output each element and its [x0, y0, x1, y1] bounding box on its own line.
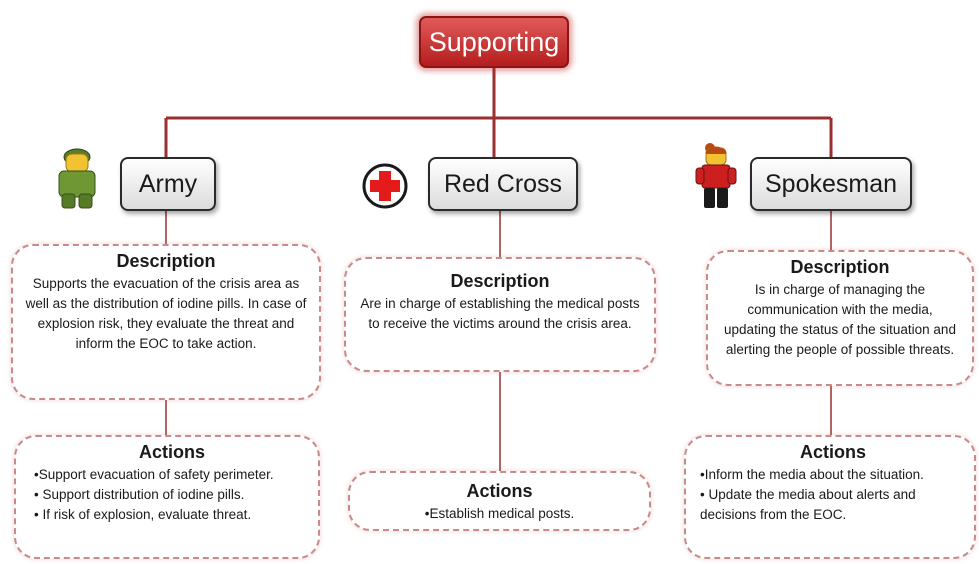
army-label: Army: [138, 169, 198, 198]
army-actions-card: Actions •Support evacuation of safety pe…: [14, 435, 320, 559]
root-node-supporting: Supporting: [419, 16, 569, 68]
spokesman-action-item: • Update the media about alerts and deci…: [700, 487, 916, 522]
spokesman-actions-card: Actions •Inform the media about the situ…: [684, 435, 976, 559]
army-action-item: •Support evacuation of safety perimeter.: [34, 467, 274, 482]
spokesman-actions-title: Actions: [799, 442, 866, 462]
army-node: Army: [120, 157, 216, 211]
army-actions-title: Actions: [138, 442, 205, 462]
red-cross-actions-card: Actions •Establish medical posts.: [348, 471, 651, 531]
spokesman-actions-list: •Inform the media about the situation. •…: [700, 465, 966, 525]
red-cross-icon: [362, 163, 408, 209]
spokesman-description-title: Description: [790, 257, 890, 277]
army-description-title: Description: [116, 251, 216, 271]
spokesman-action-item: •Inform the media about the situation.: [700, 467, 924, 482]
red-cross-action-item: •Establish medical posts.: [424, 506, 575, 521]
red-cross-description-card: Description Are in charge of establishin…: [344, 257, 656, 372]
red-cross-description-text: Are in charge of establishing the medica…: [360, 296, 640, 331]
army-action-item: • Support distribution of iodine pills.: [34, 487, 245, 502]
spokesman-icon: [694, 142, 740, 210]
soldier-icon: [52, 144, 102, 210]
army-actions-list: •Support evacuation of safety perimeter.…: [34, 465, 310, 525]
spokesman-label: Spokesman: [764, 169, 898, 198]
army-action-item: • If risk of explosion, evaluate threat.: [34, 507, 252, 522]
red-cross-label: Red Cross: [443, 169, 563, 198]
spokesman-description-text: Is in charge of managing the communicati…: [724, 282, 956, 357]
spokesman-node: Spokesman: [750, 157, 912, 211]
red-cross-description-title: Description: [450, 271, 550, 291]
red-cross-actions-title: Actions: [466, 481, 533, 501]
root-label: Supporting: [428, 26, 560, 57]
army-description-text: Supports the evacuation of the crisis ar…: [25, 276, 307, 351]
army-description-card: Description Supports the evacuation of t…: [11, 244, 321, 400]
spokesman-description-card: Description Is in charge of managing the…: [706, 250, 974, 386]
red-cross-node: Red Cross: [428, 157, 578, 211]
